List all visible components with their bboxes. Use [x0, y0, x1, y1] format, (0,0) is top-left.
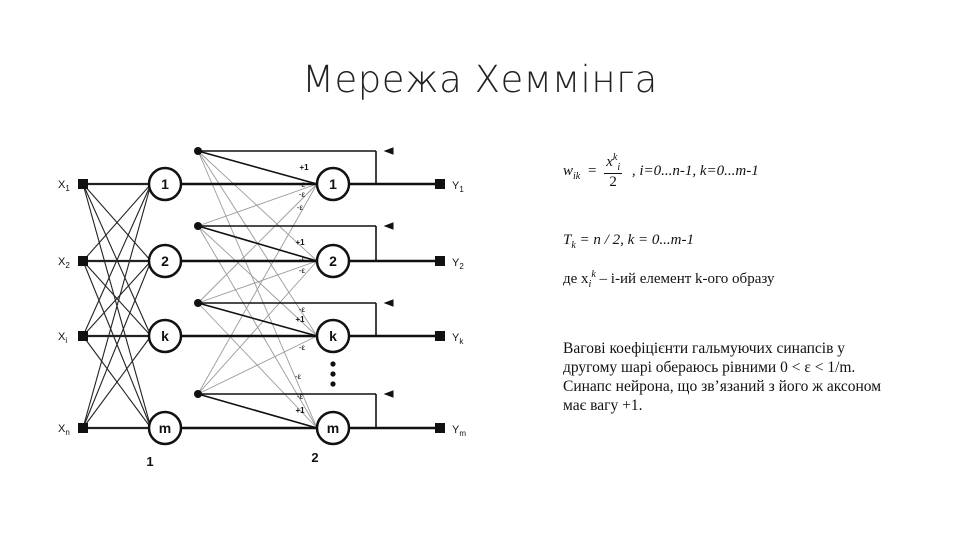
output-label: Yk [452, 332, 464, 346]
output-label: Ym [452, 424, 466, 438]
input-label: X1 [58, 179, 70, 193]
inhibitory-synapse [197, 183, 318, 227]
inhibitory-synapse [197, 335, 318, 395]
layer2-neuron-label: k [329, 328, 337, 344]
layer-1-label: 1 [146, 454, 153, 469]
synapse-weight-label: +1 [295, 315, 305, 324]
output-square [435, 331, 445, 341]
feedback-dot [194, 222, 202, 230]
input-label: X2 [58, 256, 70, 270]
layer2-neuron [315, 410, 351, 446]
synapse-weight-label: -ε [299, 190, 306, 199]
ellipsis-dot [330, 371, 336, 377]
layer1-neuron [147, 410, 183, 446]
weight-formula: wik = xki 2 , i=0...n-1, k=0...m-1 [563, 152, 759, 191]
inhibitory-synapse [197, 260, 318, 395]
layer2-neuron-label: 2 [329, 253, 337, 269]
input-square [78, 331, 88, 341]
layer1-neuron [147, 318, 183, 354]
output-label: Y2 [452, 257, 464, 271]
synapse-weight-label: -ε [299, 255, 306, 264]
input-synapse [82, 183, 152, 429]
arrow-head [383, 222, 394, 230]
synapse-weight-label: +1 [295, 406, 305, 415]
layer2-neuron-label: m [327, 420, 339, 436]
synapse-weight-label: -ε [297, 203, 304, 212]
fraction-denominator: 2 [609, 174, 617, 190]
inhibitory-synapse [197, 150, 318, 262]
threshold-formula: Tk = n / 2, k = 0...m-1 [563, 232, 694, 251]
explanation-rest: – i-ий елемент k-ого образу [595, 271, 775, 287]
layer-2-label: 2 [311, 450, 318, 465]
threshold-subscript: k [571, 240, 576, 251]
slide-title: Мережа Хеммінга [302, 58, 658, 101]
input-square [78, 256, 88, 266]
layer1-neuron [147, 243, 183, 279]
synapse-weight-label: -ε [299, 180, 306, 189]
fraction-numerator: x [606, 154, 613, 170]
threshold-symbol: T [563, 232, 572, 248]
input-square [78, 179, 88, 189]
input-synapse [82, 260, 152, 337]
layer1-neuron-label: k [161, 328, 169, 344]
self-synapse [197, 302, 318, 337]
weight-symbol: w [563, 162, 574, 179]
layer1-neuron-label: 1 [161, 176, 169, 192]
ellipsis-dot [330, 361, 336, 367]
layer1-neuron-label: 2 [161, 253, 169, 269]
weight-subscript: ik [573, 170, 581, 182]
feedback-dot [194, 147, 202, 155]
layer2-neuron [315, 243, 351, 279]
inhibitory-synapse [197, 183, 318, 395]
element-explanation: де xik – i-ий елемент k-ого образу [563, 269, 774, 290]
input-synapse [82, 260, 152, 429]
synapse-weight-label: -ε [295, 372, 302, 381]
explanation-subscript: i [588, 279, 592, 290]
ellipsis-dot [330, 381, 336, 387]
layer1-neuron [147, 166, 183, 202]
feedback-dot [194, 390, 202, 398]
output-square [435, 423, 445, 433]
numerator-superscript: k [612, 152, 618, 163]
synapse-weight-label: -ε [299, 305, 306, 314]
inhibitory-synapse [197, 260, 318, 304]
weight-fraction: xki 2 [604, 152, 623, 191]
feedback-dot [194, 299, 202, 307]
input-synapse [82, 335, 152, 429]
arrow-head [383, 299, 394, 307]
explanation-prefix: де x [563, 271, 589, 287]
synapse-weight-label: -ε [299, 343, 306, 352]
input-square [78, 423, 88, 433]
threshold-rest: = n / 2, k = 0...m-1 [575, 232, 694, 248]
layer2-neuron-label: 1 [329, 176, 337, 192]
input-label: Xi [58, 331, 67, 345]
inhibitory-weights-note: Вагові коефіцієнти гальмуючих синапсів у… [563, 340, 882, 414]
equals-sign: = [587, 162, 597, 179]
self-synapse [197, 225, 318, 262]
output-square [435, 179, 445, 189]
arrow-head [383, 390, 394, 398]
output-label: Y1 [452, 180, 464, 194]
layer1-neuron-label: m [159, 420, 171, 436]
inhibitory-synapse [197, 225, 318, 337]
synapse-weight-label: +1 [299, 163, 309, 172]
arrow-head [383, 147, 394, 155]
synapse-weight-label: -ε [299, 266, 306, 275]
output-square [435, 256, 445, 266]
layer2-neuron [315, 166, 351, 202]
synapse-weight-label: -ε [297, 392, 304, 401]
input-label: Xn [58, 423, 70, 437]
numerator-subscript: i [617, 162, 621, 173]
explanation-superscript: k [591, 269, 596, 280]
synapse-weight-label: +1 [295, 238, 305, 247]
weight-index-ranges: , i=0...n-1, k=0...m-1 [631, 162, 759, 179]
self-synapse [197, 150, 318, 185]
input-synapse [82, 183, 152, 337]
self-synapse [197, 393, 318, 429]
input-synapse [82, 183, 152, 262]
layer2-neuron [315, 318, 351, 354]
